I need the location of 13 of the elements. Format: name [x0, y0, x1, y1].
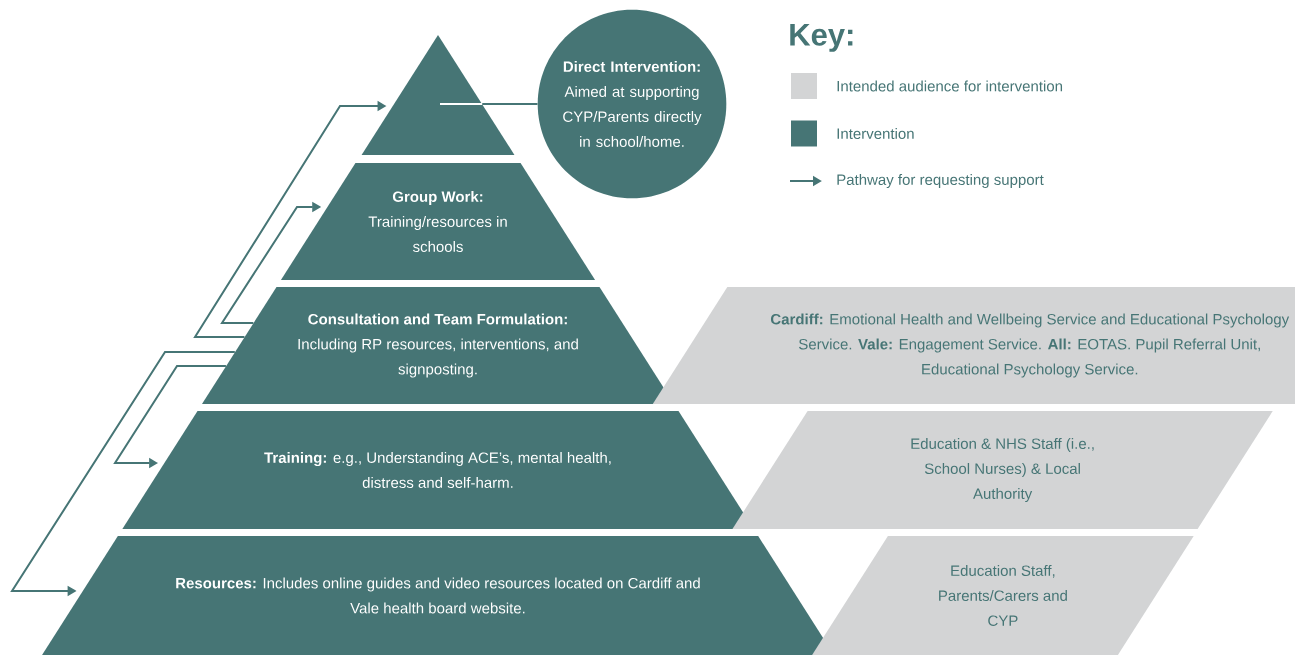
audience-band: Education Staff, Parents/Carers and CYP — [812, 536, 1194, 655]
legend-text: Intervention — [837, 128, 914, 139]
legend-text: Pathway for requesting support — [837, 174, 1044, 188]
audience-band: Cardiff: Emotional Health and Wellbeing Service and Educational Psychology Service. Vale: Engagement Service. All: EOTAS. Pupil Referral Unit, Educational Psychology Service. — [652, 287, 1295, 404]
leader-line — [481, 103, 539, 106]
pyramid-tier: Training: e.g., Understanding ACE’s, mental health, distress and self-harm. — [122, 411, 754, 529]
pyramid-tier: Group Work: Training/resources in schools — [280, 163, 596, 280]
key-heading: Key: — [790, 24, 853, 52]
pyramid-tier: Resources: Includes online guides and video resources located on Cardiff and Vale health board website. — [42, 536, 834, 655]
legend-text: Intended audience for intervention — [837, 80, 1062, 92]
pyramid-tier: Consultation and Team Formulation: Including RP resources, interventions, and signposting. — [202, 287, 675, 404]
pyramid-apex — [361, 35, 515, 155]
audience-band: Education & NHS Staff (i.e., School Nurses) & Local Authority — [732, 411, 1273, 529]
